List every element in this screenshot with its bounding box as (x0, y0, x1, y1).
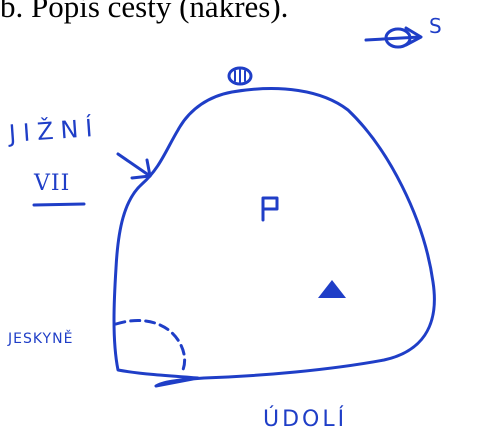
page-title: b. Popis cesty (nákres). (0, 0, 289, 24)
flag-icon (261, 196, 279, 222)
face-arrow (116, 152, 152, 178)
north-label: S (429, 14, 442, 38)
valley-label: ÚDOLÍ (263, 407, 348, 432)
grade-label: VII (34, 171, 71, 196)
north-arrow-circle (384, 27, 412, 49)
cave-outline (114, 319, 187, 374)
summit-book-icon (227, 66, 253, 86)
cave-label: JESKYNĚ (8, 331, 74, 347)
tent-icon (318, 280, 346, 298)
grade-underline (32, 202, 86, 207)
face-arrow-head (130, 158, 152, 180)
rock-outline (112, 87, 436, 388)
north-arrow-head (404, 26, 423, 47)
north-arrow-line (364, 35, 422, 42)
